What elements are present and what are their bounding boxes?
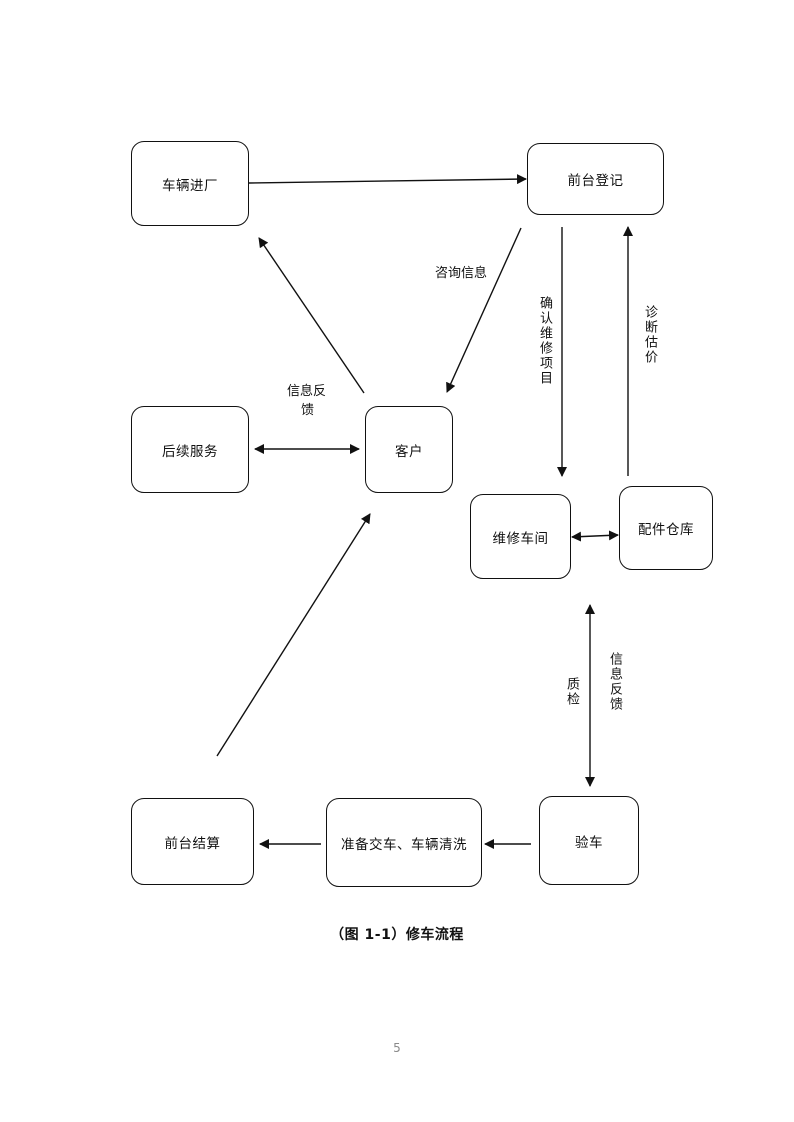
label-feedback-left-line1: 信息反 bbox=[287, 384, 327, 399]
figure-caption: （图 1-1）修车流程 bbox=[330, 927, 464, 943]
arrow-entry-to-registration bbox=[248, 174, 527, 185]
node-after-sales-service: 后续服务 bbox=[131, 406, 249, 493]
node-front-desk-settlement: 前台结算 bbox=[131, 798, 254, 885]
node-label: 配件仓库 bbox=[638, 522, 694, 538]
node-parts-warehouse: 配件仓库 bbox=[619, 486, 713, 570]
node-label: 前台登记 bbox=[567, 173, 624, 189]
node-label: 车辆进厂 bbox=[162, 177, 218, 194]
arrow-customer-to-entry bbox=[258, 237, 365, 394]
node-label: 验车 bbox=[575, 834, 603, 851]
node-prepare-delivery: 准备交车、车辆清洗 bbox=[326, 798, 482, 887]
node-vehicle-entry: 车辆进厂 bbox=[131, 141, 249, 226]
node-label: 后续服务 bbox=[162, 443, 218, 460]
page-number: 5 bbox=[393, 1041, 401, 1055]
node-label: 客户 bbox=[395, 443, 423, 460]
arrow-registration-to-customer bbox=[446, 227, 522, 393]
arrow-settlement-to-customer bbox=[216, 513, 371, 757]
label-quality-check: 质检 bbox=[564, 677, 579, 707]
label-diagnose-estimate: 诊断估价 bbox=[642, 305, 657, 365]
node-label: 准备交车、车辆清洗 bbox=[341, 836, 467, 853]
arrow-workshop-warehouse-bidirectional bbox=[571, 530, 619, 542]
node-label: 维修车间 bbox=[492, 530, 549, 547]
node-label: 前台结算 bbox=[164, 835, 221, 852]
node-vehicle-inspection: 验车 bbox=[539, 796, 639, 885]
label-consult-info: 咨询信息 bbox=[435, 266, 488, 281]
node-customer: 客户 bbox=[365, 406, 453, 493]
node-front-desk-registration: 前台登记 bbox=[527, 143, 664, 215]
node-repair-workshop: 维修车间 bbox=[470, 494, 571, 579]
label-confirm-items: 确认维修项目 bbox=[537, 296, 552, 386]
label-feedback-left-line2: 馈 bbox=[301, 403, 315, 418]
label-feedback-right: 信息反馈 bbox=[607, 652, 622, 712]
